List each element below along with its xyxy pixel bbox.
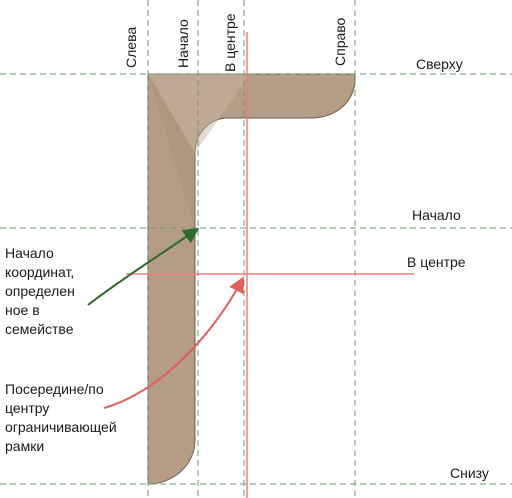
note-middle: Посередине/по центру ограничивающей рамк…: [5, 381, 117, 454]
profile-highlight: [148, 74, 250, 153]
label-right: Справо: [332, 17, 348, 66]
label-center-horizontal: В центре: [407, 254, 466, 270]
origin-arrow: [87, 227, 200, 306]
label-start-vertical: Начало: [175, 19, 191, 68]
label-top: Сверху: [416, 56, 463, 72]
label-start-horizontal: Начало: [412, 207, 461, 223]
profile-highlight-2: [148, 74, 195, 230]
label-left: Слева: [123, 26, 139, 68]
center-arrow: [103, 276, 244, 409]
label-center-vertical: В центре: [222, 13, 238, 72]
label-bottom: Снизу: [450, 465, 489, 481]
note-origin: Начало координат, определен ное в семейс…: [5, 245, 75, 337]
